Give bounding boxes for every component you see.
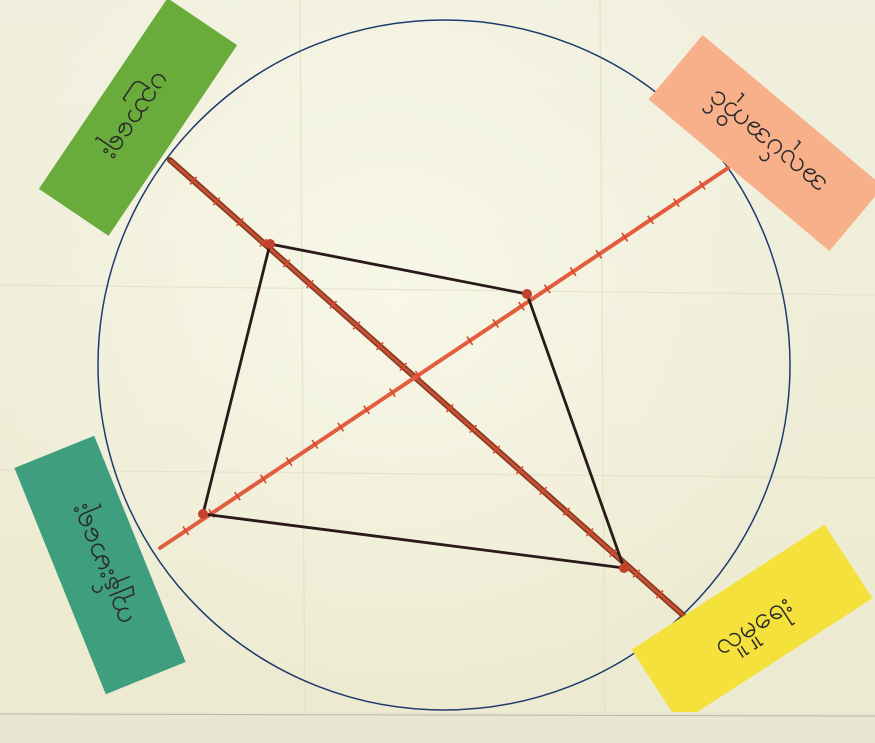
score-polygon — [203, 244, 624, 568]
vertex-marker — [619, 563, 629, 573]
label-card-orange: အလုပ်အကိုင် — [649, 35, 875, 251]
vertex-marker — [198, 509, 208, 519]
axes — [160, 160, 728, 615]
axis-line-tl-br-highlight — [170, 160, 683, 615]
label-card-teal: ကျန်းမာရေး — [14, 436, 185, 694]
label-card-yellow: လူမှုရေး — [632, 524, 873, 723]
vertex-marker — [522, 289, 532, 299]
label-card-green: ပညာရေး — [39, 0, 237, 236]
vertex-marker — [265, 239, 275, 249]
paper-edge-strip — [0, 712, 875, 743]
